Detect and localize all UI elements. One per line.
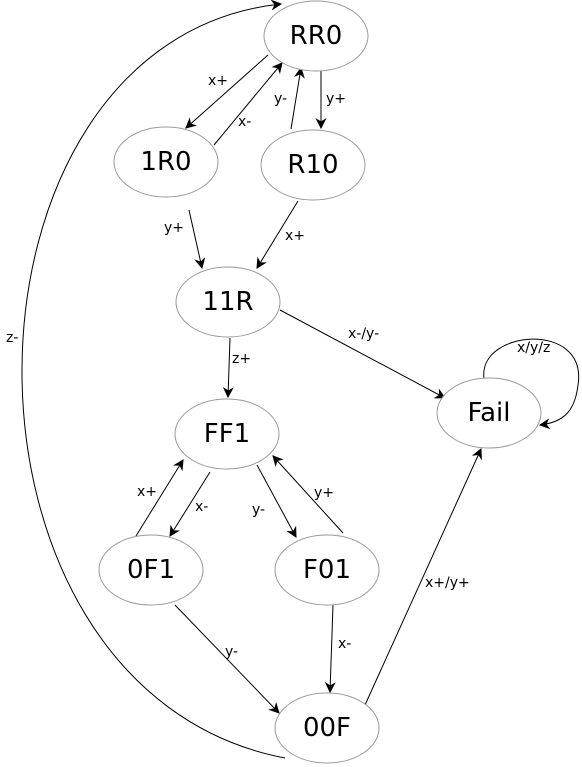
node-00f: 00F [274, 692, 380, 764]
edge-fail-self-loop [483, 338, 579, 430]
node-label-00f: 00F [303, 713, 351, 743]
edge-label-0f1-to-00f: y- [225, 644, 238, 660]
node-label-11r: 11R [202, 287, 253, 317]
edge-label-11r-to-fail: x-/y- [348, 326, 379, 342]
node-label-rr0: RR0 [290, 21, 343, 51]
node-label-1r0: 1R0 [140, 147, 191, 177]
edge-label-rr0-to-r10: y+ [326, 91, 346, 107]
node-label-ff1: FF1 [204, 419, 250, 449]
edge-r10-to-11r [256, 200, 299, 269]
node-ff1: FF1 [174, 398, 280, 470]
edge-label-00f-to-fail: x+/y+ [425, 575, 470, 591]
edge-label-r10-to-11r: x+ [285, 228, 305, 244]
node-label-f01: F01 [303, 555, 351, 585]
edge-label-fail-self-loop: x/y/z [517, 340, 550, 356]
node-r10: R10 [260, 129, 366, 201]
edge-label-1r0-to-11r: y+ [164, 220, 184, 236]
edge-1r0-to-11r [188, 209, 206, 270]
edge-1r0-to-rr0 [213, 62, 283, 146]
edge-0f1-to-ff1 [135, 459, 184, 537]
node-label-r10: R10 [287, 150, 338, 180]
edges [21, 0, 579, 759]
edge-label-r10-to-rr0: y- [274, 91, 287, 107]
edge-label-ff1-to-0f1: x- [195, 499, 208, 515]
edge-label-11r-to-ff1: z+ [232, 351, 251, 367]
edge-label-ff1-to-f01: y- [252, 502, 265, 518]
node-11r: 11R [175, 266, 281, 338]
edge-label-rr0-to-1r0: x+ [208, 73, 228, 89]
edge-f01-to-00f [324, 604, 336, 694]
node-label-fail: Fail [468, 398, 511, 428]
edge-00f-to-rr0 [21, 0, 286, 759]
edge-11r-to-fail [279, 309, 446, 399]
edge-r10-to-rr0 [290, 66, 305, 130]
node-f01: F01 [274, 534, 380, 606]
edge-rr0-to-1r0 [185, 54, 269, 129]
edge-ff1-to-f01 [256, 464, 297, 538]
edge-00f-to-fail [364, 447, 482, 706]
node-fail: Fail [436, 377, 542, 449]
node-label-0f1: 0F1 [127, 555, 175, 585]
edge-label-0f1-to-ff1: x+ [137, 484, 157, 500]
edge-0f1-to-00f [174, 604, 280, 714]
edge-labels: x+ x- y- y+ y+ x+ z+ x-/y- x/y/z x+ x- y… [6, 73, 550, 660]
edge-label-f01-to-00f: x- [338, 636, 351, 652]
edge-ff1-to-0f1 [169, 471, 211, 537]
edge-label-1r0-to-rr0: x- [238, 114, 251, 130]
edge-label-f01-to-ff1: y+ [314, 485, 334, 501]
node-0f1: 0F1 [98, 534, 204, 606]
edge-f01-to-ff1 [272, 455, 344, 534]
edge-label-00f-to-rr0: z- [6, 330, 18, 346]
node-1r0: 1R0 [113, 126, 219, 198]
edge-11r-to-ff1 [222, 337, 234, 399]
node-rr0: RR0 [263, 0, 369, 72]
nodes: RR0 1R0 R10 11R FF1 0F1 F01 00F [98, 0, 542, 764]
